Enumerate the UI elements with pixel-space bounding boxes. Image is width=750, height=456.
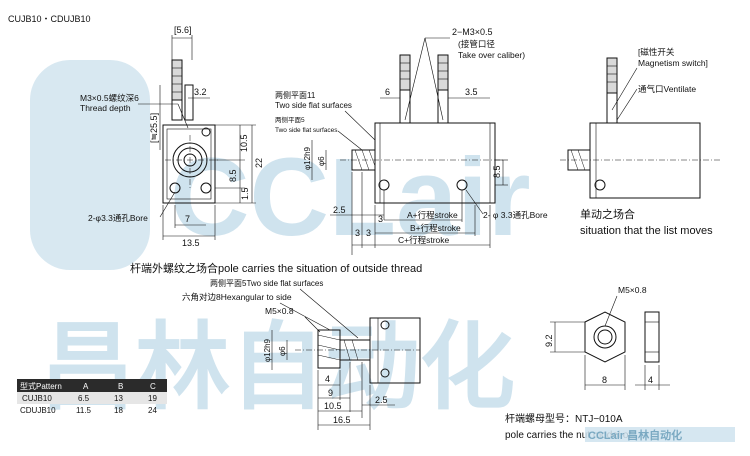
outside-thread-caption: 杆端外螺纹之场合pole carries the situation of ou… (130, 261, 422, 275)
dim-1-5: 1.5 (240, 187, 250, 200)
nut-model-cn: 杆端螺母型号：NTJ−010A (505, 412, 623, 425)
dim-b: B+行程stroke (410, 223, 461, 233)
single-acting-view: [磁性开关 Magnetism switch] 通气口Ventilate 单动之… (560, 47, 720, 237)
port-en: Take over caliber) (458, 50, 525, 60)
port-cn: (接管口径 (458, 39, 495, 49)
credit-watermark: CCLair 昌林自动化 (588, 428, 682, 442)
flat-11-cn: 两侧平面11 (275, 90, 316, 100)
dim-3b: 3 (366, 228, 371, 238)
dim-phi12h9: φ12h9 (303, 146, 312, 170)
nut-view: M5×0.8 9.2 8 4 杆端螺母型号：NTJ−010A pole carr… (505, 285, 735, 442)
nut-thread: M5×0.8 (618, 285, 647, 295)
dim-3a: 3 (355, 228, 360, 238)
table-row-1-a: 6.5 (78, 394, 90, 403)
single-acting-en: situation that the list moves (580, 225, 713, 237)
bore-label-side: 2- φ 3.3通孔Bore (483, 210, 548, 220)
dim-13-5: 13.5 (182, 238, 200, 248)
dim-phi6-b: φ6 (278, 346, 287, 356)
watermark: CCLair 昌林自动化 (30, 60, 531, 421)
flat-5-cn: 两侧平面5 (275, 115, 305, 124)
table-row-2-b: 18 (114, 406, 123, 415)
dim-3-2: 3.2 (194, 87, 207, 97)
m5-thread-label: M5×0.8 (265, 306, 294, 316)
end-view: [5.6] 3.2 [≒25.5] M3×0.5螺纹深6 Thread dept… (80, 25, 264, 248)
thread-depth-cn: M3×0.5螺纹深6 (80, 93, 139, 103)
table-header-c: C (150, 382, 156, 391)
dim-6: 6 (385, 87, 390, 97)
dim-8-nut: 8 (602, 375, 607, 385)
dim-phi12h9-b: φ12h9 (263, 338, 272, 362)
dim-25-5: [≒25.5] (149, 113, 159, 143)
dim-10-5-b: 10.5 (324, 401, 342, 411)
dim-8-5-side: 8.5 (492, 165, 502, 178)
switch-en: Magnetism switch] (638, 58, 708, 68)
dim-2-5-b: 2.5 (375, 395, 388, 405)
flat-5-label: 两侧平面5Two side flat surfaces (210, 278, 323, 288)
side-view: 2−M3×0.5 (接管口径 Take over caliber) 6 3.5 … (275, 27, 548, 255)
dim-8-5: 8.5 (228, 169, 238, 182)
dim-10-5: 10.5 (239, 134, 249, 152)
watermark-cn: 昌林自动化 (40, 315, 515, 421)
dim-9-2: 9.2 (544, 334, 554, 347)
dim-22: 22 (254, 158, 264, 168)
table-row-2-c: 24 (148, 406, 157, 415)
nut-model-en: pole carries the nut model of (505, 430, 631, 441)
dim-a: A+行程stroke (407, 210, 458, 220)
table-row-1-b: 13 (114, 394, 123, 403)
dim-phi6: φ6 (317, 156, 326, 166)
dim-7: 7 (185, 214, 190, 224)
outside-thread-view: 两侧平面5Two side flat surfaces 六角对边8Hexangu… (182, 278, 421, 430)
port-size: 2−M3×0.5 (452, 27, 493, 37)
dim-4-b: 4 (325, 374, 330, 384)
hex-label: 六角对边8Hexangular to side (182, 292, 292, 302)
dim-5-6: [5.6] (174, 25, 192, 35)
dim-16-5-b: 16.5 (333, 415, 351, 425)
bore-label: 2-φ3.3通孔Bore (88, 213, 148, 223)
dim-c: C+行程stroke (398, 235, 450, 245)
watermark-brand: CCLair (170, 136, 531, 259)
ventilate-label: 通气口Ventilate (638, 84, 696, 94)
page-title: CUJB10・CDUJB10 (8, 14, 91, 24)
flat-5-en: Two side flat surfaces (275, 127, 338, 134)
dim-4-nut: 4 (648, 375, 653, 385)
table-header-b: B (118, 382, 123, 391)
switch-cn: [磁性开关 (638, 47, 675, 57)
flat-11-en: Two side flat surfaces (275, 101, 352, 110)
table-row-2-a: 11.5 (76, 406, 92, 415)
thread-depth-en: Thread depth (80, 103, 131, 113)
table-row-1-pattern: CUJB10 (22, 394, 52, 403)
table-row-1-c: 19 (148, 394, 157, 403)
table-header-a: A (83, 382, 89, 391)
dim-2-5: 2.5 (333, 205, 346, 215)
dim-9-b: 9 (328, 388, 333, 398)
dimension-table: 型式Pattern A B C CUJB10 6.5 13 19 CDUJB10… (17, 379, 167, 415)
single-acting-cn: 单动之场合 (580, 207, 635, 221)
table-row-2-pattern: CDUJB10 (20, 406, 56, 415)
dim-3-5: 3.5 (465, 87, 478, 97)
dim-3: 3 (378, 214, 383, 224)
table-header-pattern: 型式Pattern (20, 381, 62, 391)
